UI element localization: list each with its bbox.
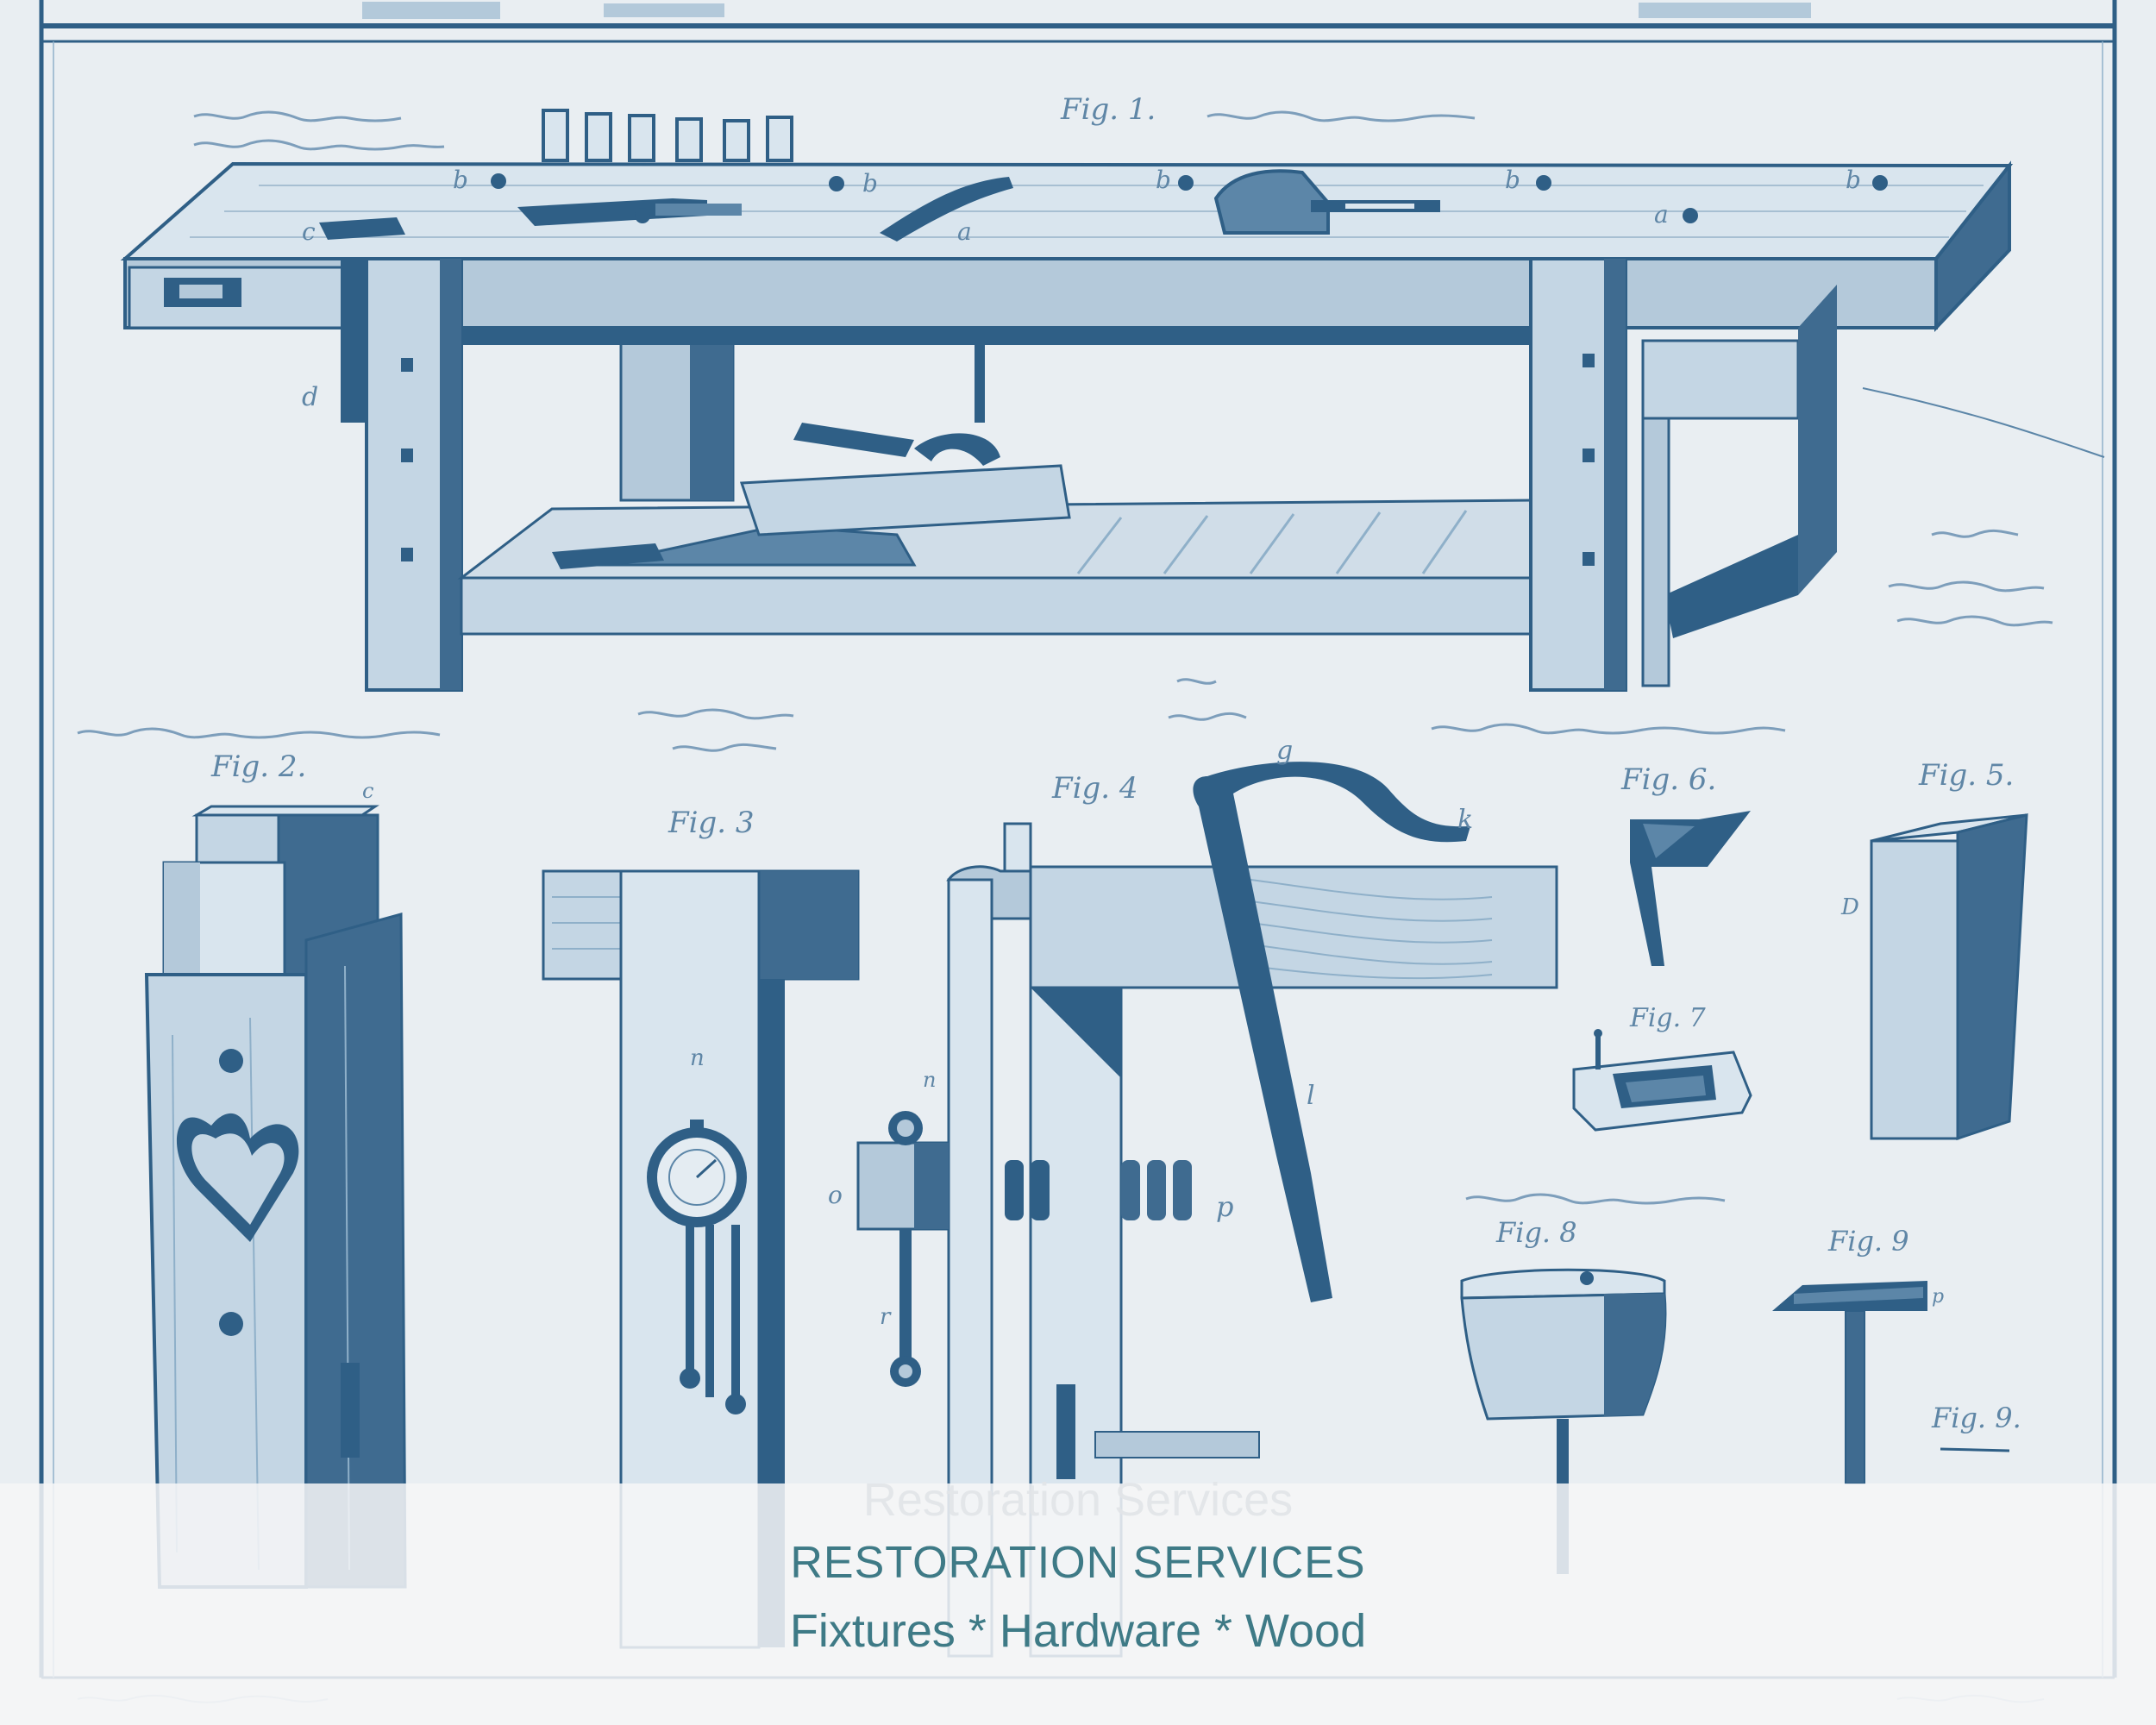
caption-overlay (0, 1484, 2156, 1725)
fig-4-vise-and-holdfast: Fig. 4 (828, 736, 1558, 1658)
label-d: d (302, 382, 318, 412)
fig-1-label: Fig. 1. (1060, 92, 1156, 127)
label-b-1: b (453, 166, 468, 194)
fig-9-lower-label: Fig. 9. (1931, 1402, 2021, 1434)
label-c-fig2: c (362, 779, 373, 803)
fig-6-label: Fig. 6. (1620, 762, 1716, 797)
label-o: o (828, 1181, 843, 1209)
label-b-4: b (1505, 166, 1520, 194)
label-b-2: b (862, 169, 878, 198)
label-D: D (1840, 894, 1859, 920)
label-p-fig9: p (1932, 1286, 1944, 1308)
caption-title: RESTORATION SERVICES (790, 1538, 1366, 1588)
fig-8-mallet: Fig. 8 (1460, 1216, 1667, 1574)
label-r: r (880, 1304, 892, 1330)
caption-subtitle: Fixtures * Hardware * Wood (789, 1605, 1367, 1657)
fig-1-workbench: Fig. 1. b b b b b a a c d (77, 92, 2105, 1205)
fig-2-leg-detail: Fig. 2. c (144, 750, 407, 1589)
label-n-fig3: n (690, 1045, 705, 1071)
label-p: p (1216, 1190, 1233, 1223)
fig-9-hammer: Fig. 9 p Fig. 9. (1772, 1225, 2021, 1484)
fig-5-block: Fig. 5. D (1840, 758, 2028, 1141)
top-scene-remnant (362, 2, 1811, 19)
fig-4-label: Fig. 4 (1051, 771, 1138, 806)
label-n-fig4: n (923, 1068, 936, 1092)
label-l: l (1307, 1081, 1315, 1111)
fig-7-tray: Fig. 7 (1572, 1003, 1752, 1132)
plate-frame (39, 0, 2117, 1679)
fig-3-label: Fig. 3 (667, 806, 754, 840)
caption-ghost-text: Restoration Services (862, 1474, 1294, 1526)
handwritten-notes (77, 110, 2053, 1205)
label-k: k (1457, 805, 1473, 835)
label-g: g (1276, 736, 1293, 766)
label-c: c (302, 217, 316, 246)
label-a-2: a (1654, 200, 1669, 229)
label-b-5: b (1846, 166, 1861, 194)
label-a-1: a (957, 217, 972, 246)
label-b-3: b (1156, 166, 1171, 194)
fig-2-label: Fig. 2. (210, 750, 306, 784)
fig-7-label: Fig. 7 (1629, 1003, 1707, 1033)
fig-8-label: Fig. 8 (1495, 1216, 1577, 1249)
fig-6-square: Fig. 6. (1620, 762, 1751, 966)
fig-5-label: Fig. 5. (1918, 758, 2014, 793)
fig-9-label: Fig. 9 (1827, 1225, 1909, 1258)
